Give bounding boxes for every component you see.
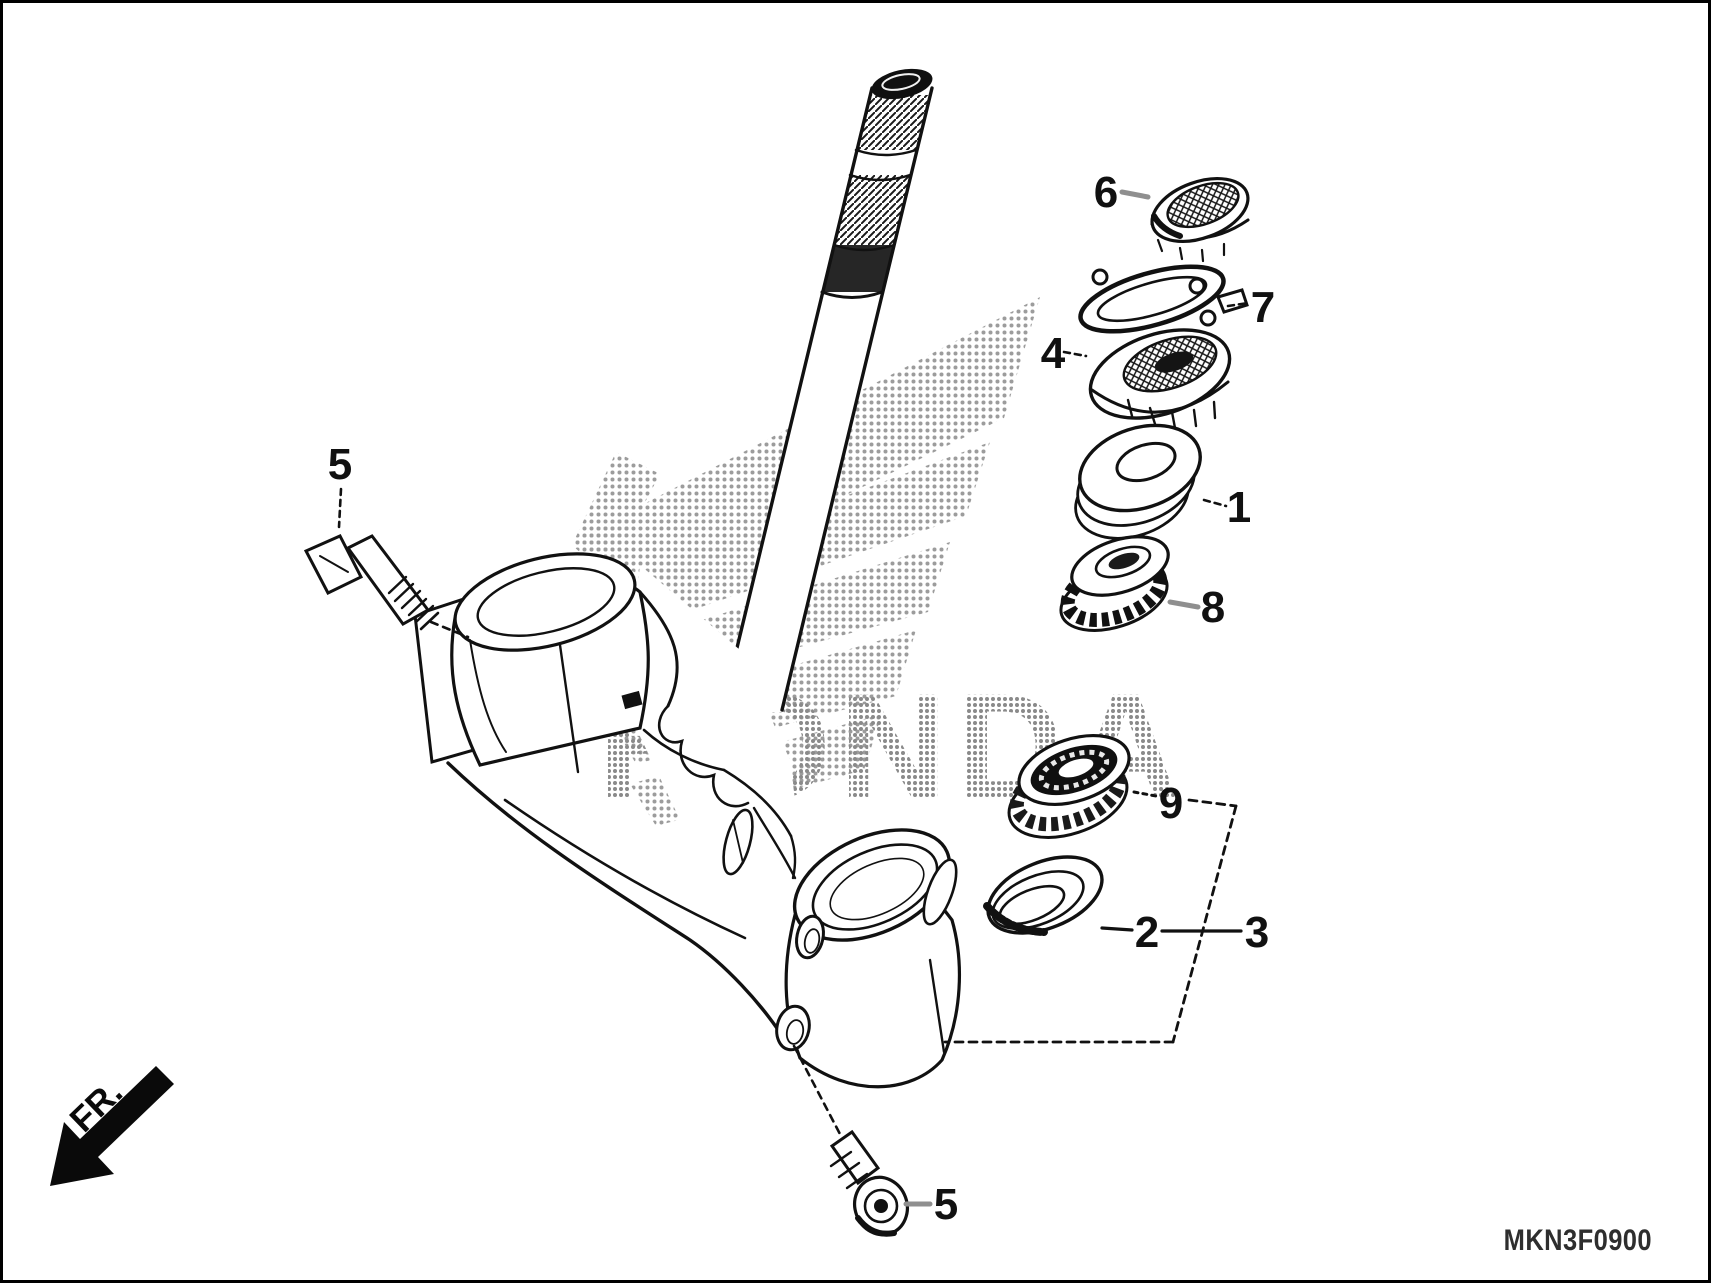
callout-label-8: 8 (1201, 583, 1225, 632)
clamp-slot-ear (922, 858, 958, 926)
stem-pinch-bolt-lower (829, 1129, 909, 1237)
callout-label-4: 4 (1041, 329, 1066, 378)
callout-label-6: 6 (1094, 168, 1118, 217)
callout-label-5-lower: 5 (934, 1180, 958, 1229)
front-arrow-icon (50, 1066, 174, 1186)
steering-stem-shaft (720, 68, 934, 712)
bolt-threads (387, 575, 435, 624)
stem-boot-ribs (657, 704, 750, 808)
clamp-pinch-bolt-head (621, 690, 643, 710)
stem-collar-band (822, 245, 894, 292)
diagram-code: MKN3F0900 (1504, 1223, 1652, 1256)
callout-label-5-upper: 5 (328, 440, 352, 489)
callout-label-1: 1 (1227, 483, 1251, 532)
callout-label-2: 2 (1135, 908, 1159, 957)
bearing-rollers (1060, 556, 1168, 628)
bridge-arm-inner-edge (503, 798, 747, 940)
part-2-dust-seal (983, 855, 1104, 936)
callout-label-3: 3 (1245, 908, 1269, 957)
part-4-adjusting-nut (1088, 328, 1232, 430)
callout-label-9: 9 (1159, 779, 1183, 828)
part-9-lower-bearing (1007, 734, 1131, 839)
stem-pinch-bolt-upper (303, 534, 440, 631)
bridge-arm-outer-edge (446, 761, 792, 1050)
part-7-lock-washer (1078, 264, 1249, 334)
leader-lines (337, 189, 1250, 1207)
head-tube-boss-body (784, 896, 962, 1089)
part-6-stem-nut (1150, 177, 1250, 263)
callout-label-7: 7 (1251, 283, 1275, 332)
steering-stem-bottom-bridge (413, 552, 962, 1089)
part-1-upper-race-cover (1074, 423, 1202, 540)
bolt-threads (829, 1150, 869, 1190)
part-8-upper-bearing (1059, 535, 1170, 632)
assembly-bracket-line (1171, 804, 1238, 1044)
